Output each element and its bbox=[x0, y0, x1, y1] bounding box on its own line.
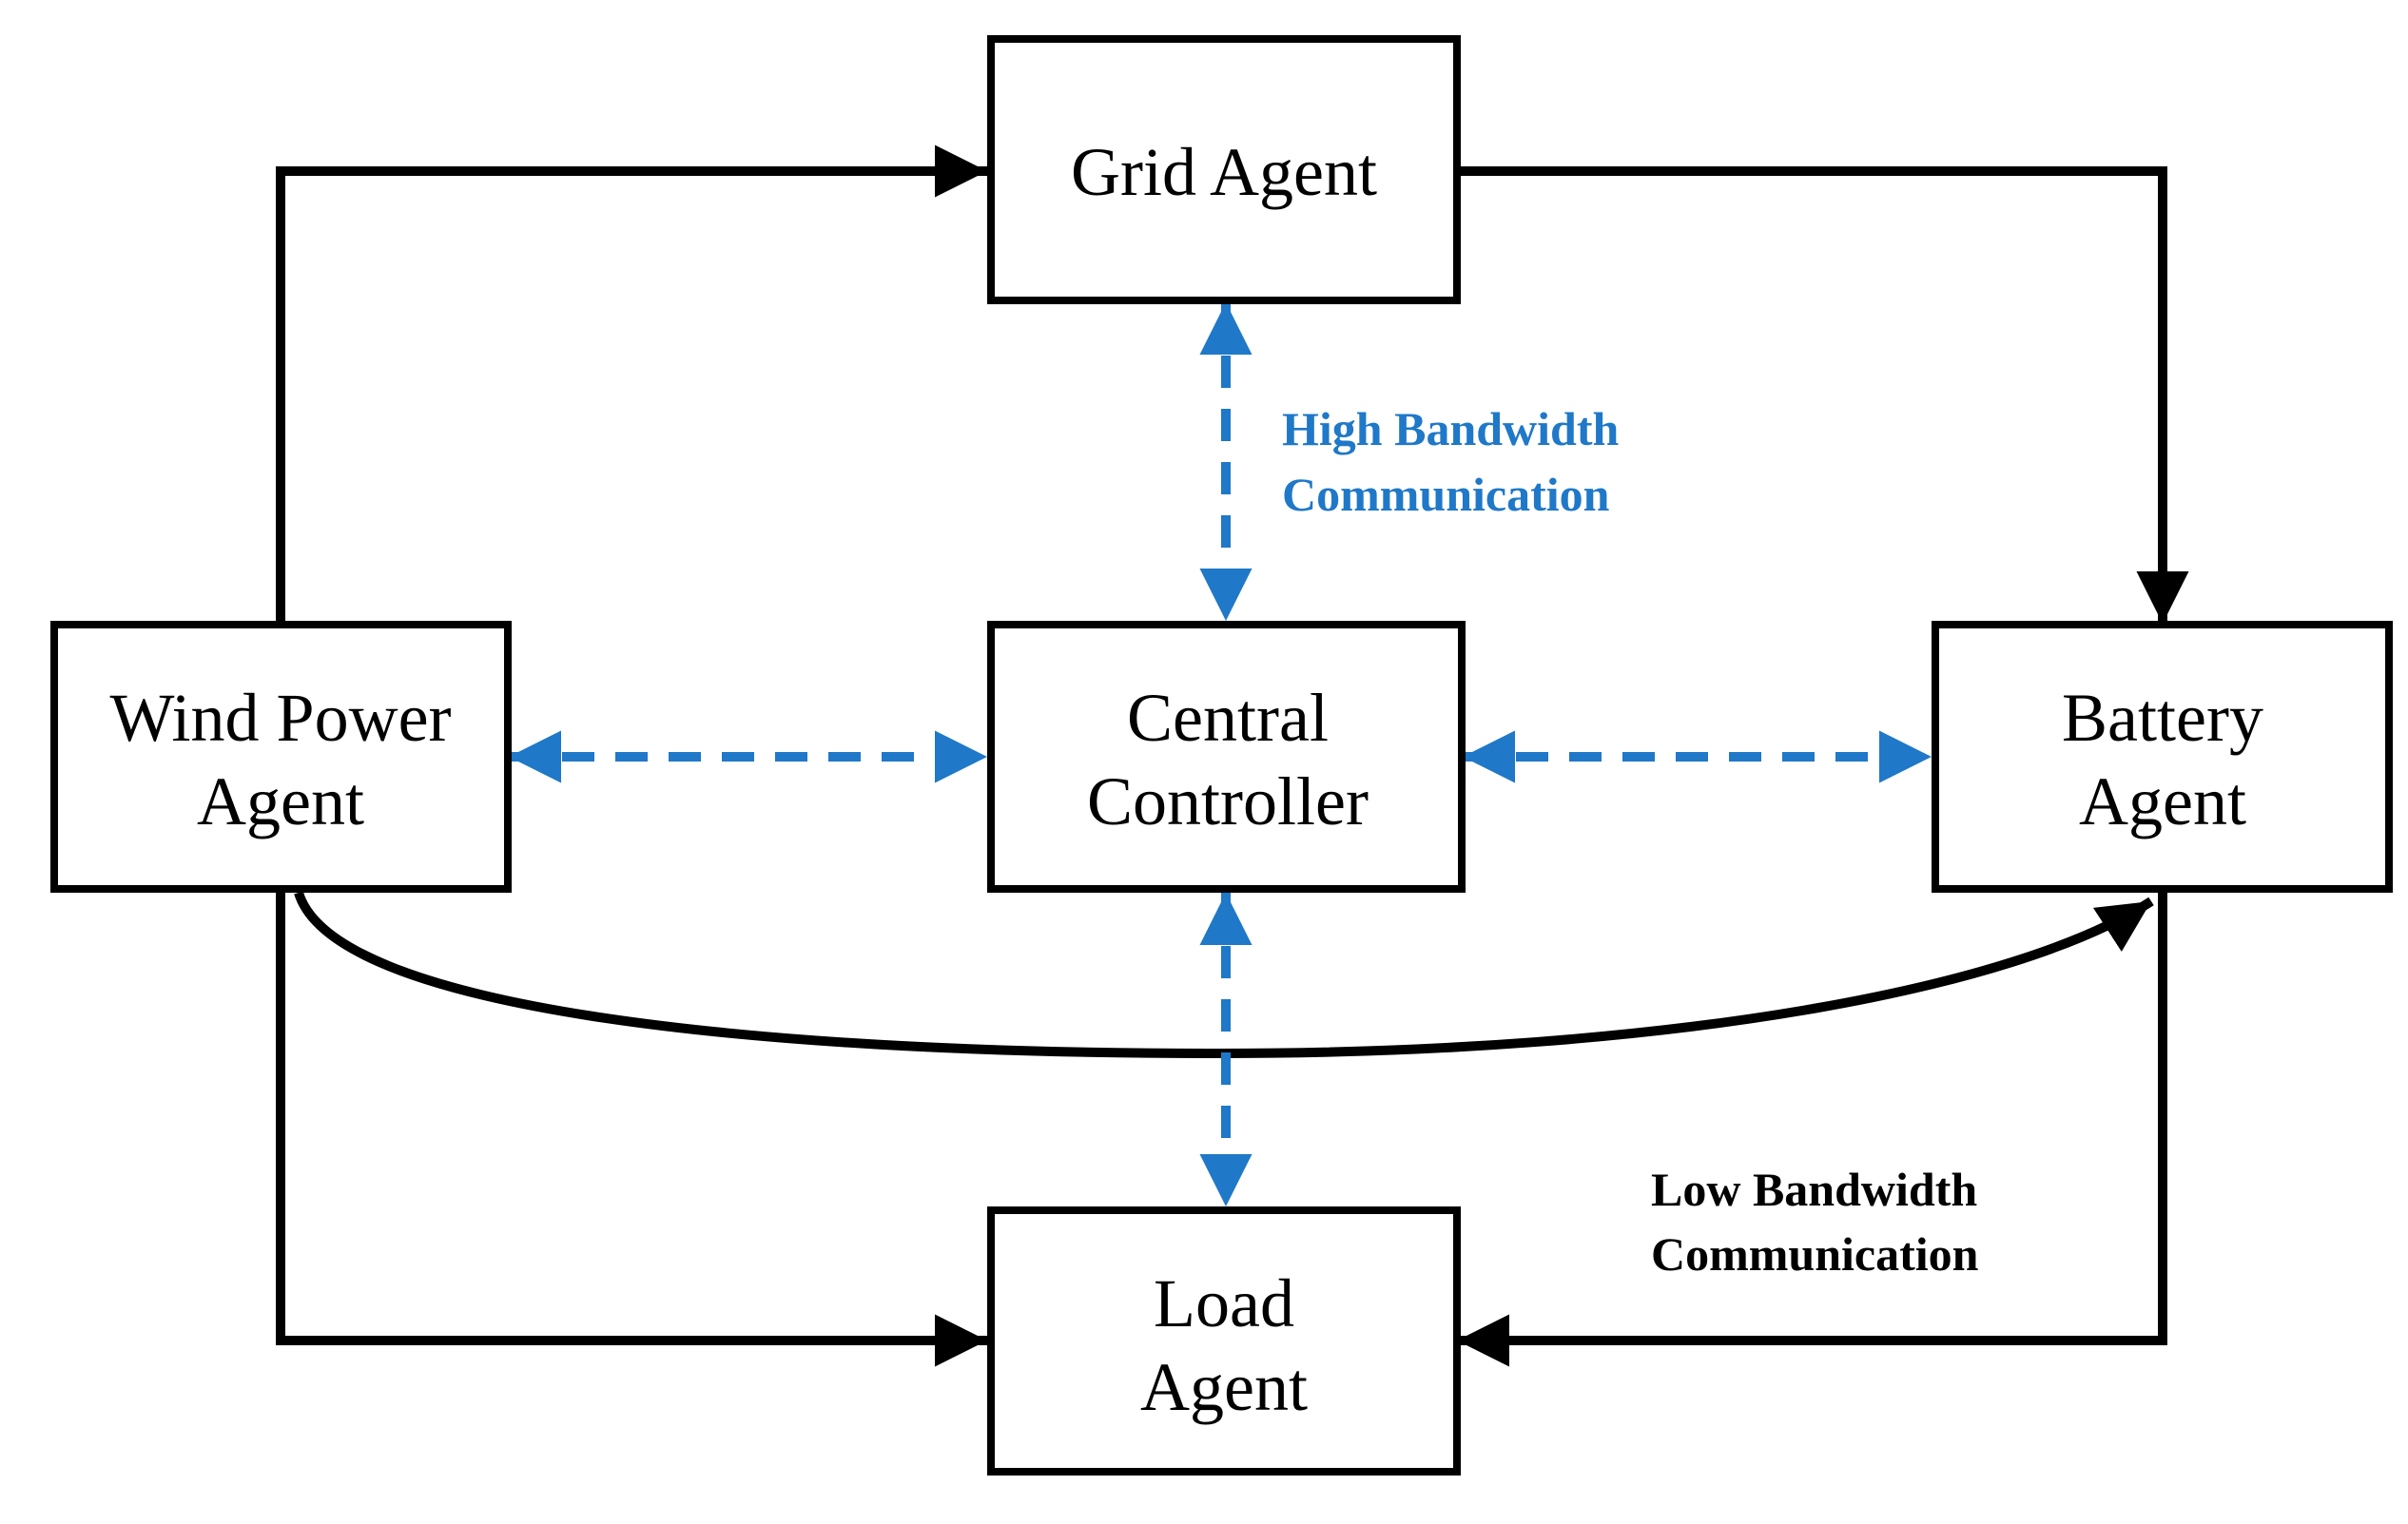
high-bandwidth-label-line-2: Communication bbox=[1282, 468, 1610, 521]
wind-to-grid-arrow bbox=[276, 145, 987, 621]
low-bandwidth-label-line-1: Low Bandwidth bbox=[1651, 1163, 1977, 1216]
grid-to-battery-arrow bbox=[1457, 166, 2189, 624]
battery-agent-box bbox=[1932, 621, 2393, 893]
central-controller-node: Central Controller bbox=[987, 621, 1466, 893]
central-controller-label-line-2: Controller bbox=[1087, 763, 1369, 839]
wind-power-agent-box bbox=[50, 621, 512, 893]
battery-agent-node: Battery Agent bbox=[1932, 621, 2393, 893]
grid-agent-box bbox=[987, 35, 1461, 304]
low-bandwidth-label-line-2: Communication bbox=[1651, 1227, 1979, 1281]
load-agent-node: Load Agent bbox=[987, 1206, 1461, 1476]
grid-agent-node: Grid Agent bbox=[987, 35, 1461, 304]
battery-agent-label-line-1: Battery bbox=[2062, 680, 2263, 756]
load-agent-label-line-2: Agent bbox=[1140, 1349, 1308, 1425]
load-agent-label-line-1: Load bbox=[1154, 1265, 1294, 1341]
wind-power-agent-node: Wind Power Agent bbox=[50, 621, 512, 893]
battery-to-load-arrow bbox=[1457, 893, 2167, 1367]
central-controller-box bbox=[987, 621, 1466, 893]
grid-agent-label: Grid Agent bbox=[1071, 134, 1377, 210]
wind-power-agent-label-line-1: Wind Power bbox=[109, 680, 451, 756]
central-controller-label-line-1: Central bbox=[1127, 680, 1329, 756]
wind-to-load-arrow bbox=[276, 893, 987, 1367]
high-bandwidth-links bbox=[509, 302, 1932, 1206]
load-agent-box bbox=[987, 1206, 1461, 1476]
battery-agent-label-line-2: Agent bbox=[2079, 763, 2246, 839]
low-bandwidth-annotation: Low Bandwidth Communication bbox=[1651, 1163, 1979, 1281]
high-bandwidth-annotation: High Bandwidth Communication bbox=[1282, 402, 1620, 521]
high-bandwidth-label-line-1: High Bandwidth bbox=[1282, 402, 1620, 455]
wind-power-agent-label-line-2: Agent bbox=[197, 763, 364, 839]
